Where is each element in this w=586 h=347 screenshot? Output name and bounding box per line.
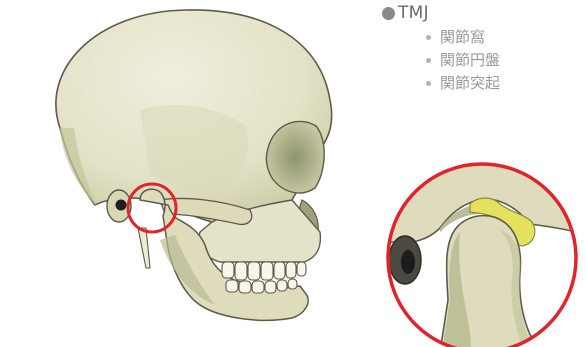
bullet-dot-icon (382, 7, 395, 20)
legend-title: TMJ (382, 0, 582, 26)
legend-item-label: 関節窩 (440, 26, 485, 49)
teeth (222, 262, 306, 293)
legend-item-label: 関節円盤 (440, 49, 500, 72)
legend-item-condylar-process: 関節突起 (426, 72, 582, 95)
small-bullet-icon (426, 58, 431, 63)
legend-title-text: TMJ (398, 3, 429, 23)
skull (56, 10, 332, 320)
legend-list: 関節窩 関節円盤 関節突起 (382, 26, 582, 95)
tmj-zoom-inset (388, 164, 576, 347)
small-bullet-icon (426, 81, 431, 86)
legend-item-glenoid-fossa: 関節窩 (426, 26, 582, 49)
legend-item-articular-disc: 関節円盤 (426, 49, 582, 72)
legend-item-label: 関節突起 (440, 72, 500, 95)
small-bullet-icon (426, 35, 431, 40)
styloid-process (138, 228, 150, 268)
tmj-legend: TMJ 関節窩 関節円盤 関節突起 (382, 0, 582, 95)
